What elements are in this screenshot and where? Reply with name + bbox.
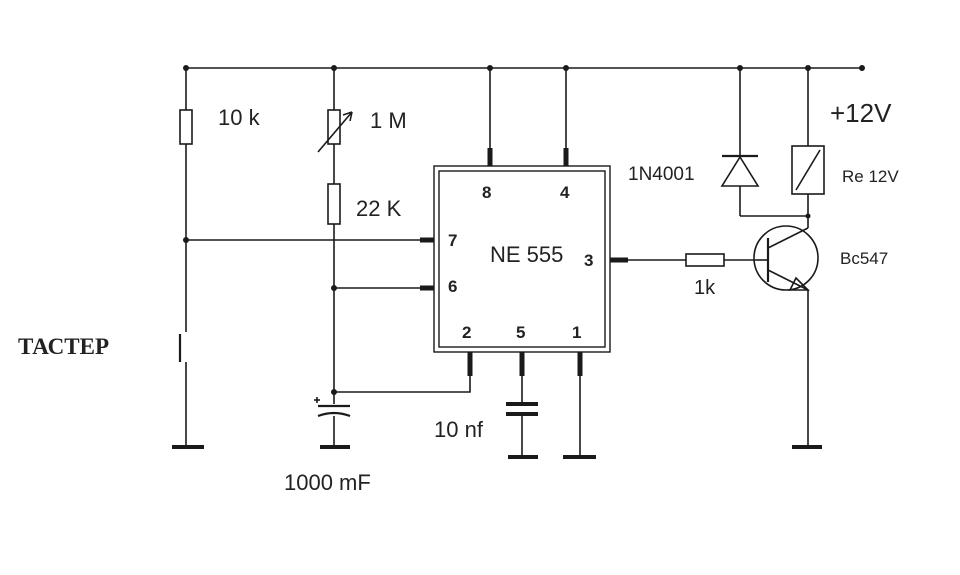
pin-6-number: 6 [448,277,457,296]
diode-label: 1N4001 [628,164,695,185]
relay-coil [791,68,825,226]
button-label: ТАСТЕР [18,334,109,359]
supply-voltage-label: +12V [830,98,892,128]
push-button [178,334,187,446]
timing-capacitor [314,397,351,446]
potentiometer-1m-label: 1 M [370,108,407,133]
npn-transistor [753,225,819,446]
pullup-resistor-10k [179,68,193,332]
pin-2-number: 2 [462,323,471,342]
resistor-1k-label: 1k [694,277,716,299]
relay-label: Re 12V [842,167,899,186]
ic-label: NE 555 [490,242,563,267]
pin-8-number: 8 [482,183,491,202]
resistor-22k-label: 22 K [356,196,402,221]
transistor-label: Bc547 [840,249,888,268]
pin-7-number: 7 [448,231,457,250]
flyback-diode [720,68,808,217]
pin2-wire [334,376,471,393]
control-capacitor-label: 10 nf [434,417,484,442]
resistor-22k [327,183,341,404]
pin-5-number: 5 [516,323,525,342]
pin-4-number: 4 [560,183,570,202]
timing-capacitor-label: 1000 mF [284,470,371,495]
pin-1-number: 1 [572,323,581,342]
base-resistor-1k [628,253,756,267]
resistor-10k-label: 10 k [218,105,261,130]
control-capacitor [506,402,538,456]
pin-3-number: 3 [584,251,593,270]
potentiometer-1m [317,68,353,184]
supply-rail [183,65,865,71]
